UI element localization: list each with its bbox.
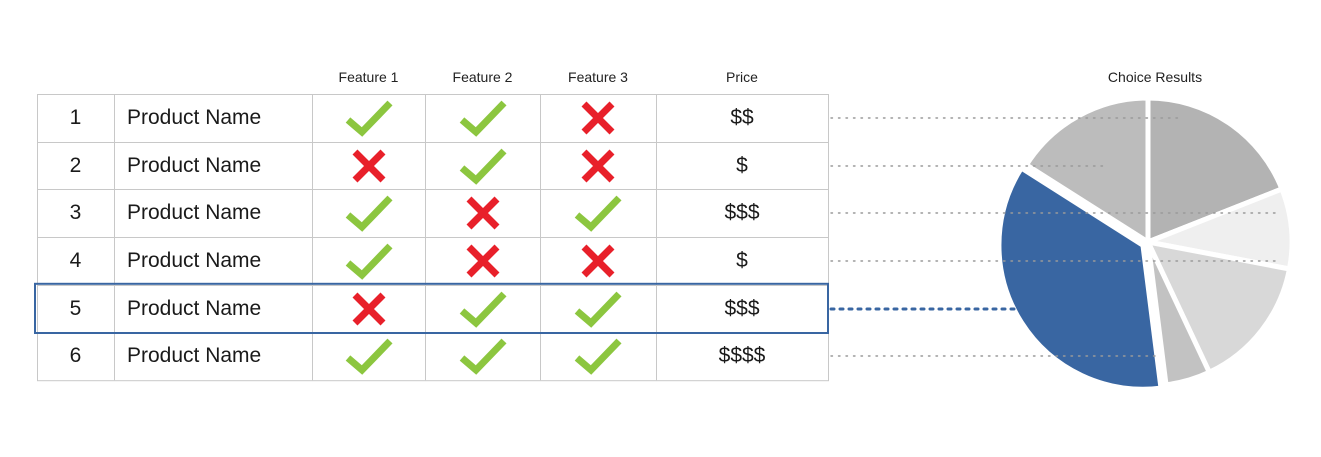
price-cell: $: [736, 153, 748, 177]
product-name: Product Name: [127, 153, 262, 177]
check-icon: [312, 237, 425, 285]
chart-title: Choice Results: [1107, 69, 1203, 85]
price-cell: $$$: [724, 201, 760, 225]
header-feature-2: Feature 2: [452, 69, 513, 85]
price-cell: $: [736, 248, 748, 272]
row-number: 4: [69, 248, 82, 272]
check-icon: [425, 94, 540, 142]
check-icon: [425, 333, 540, 381]
highlighted-row-outline: [34, 282, 829, 334]
row-number: 2: [69, 153, 82, 177]
header-feature-3: Feature 3: [568, 69, 628, 85]
price-cell: $$$: [724, 296, 760, 320]
price-cell: $$$$: [718, 344, 766, 368]
price-cell: $$: [730, 105, 754, 129]
cross-icon: [540, 94, 656, 142]
check-icon: [540, 333, 656, 381]
check-icon: [425, 285, 540, 333]
row-number: 1: [69, 105, 82, 129]
pie-slice-row-3: [1145, 239, 1292, 375]
pie-slice-row-6: [1023, 95, 1151, 245]
cross-icon: [312, 285, 425, 333]
product-name: Product Name: [127, 296, 262, 320]
check-icon: [425, 142, 540, 190]
header-feature-1: Feature 1: [338, 69, 399, 85]
row-number: 6: [69, 344, 82, 368]
pie-slice-row-5: [996, 165, 1164, 392]
cross-icon: [425, 237, 540, 285]
row-number: 3: [69, 201, 82, 225]
product-name: Product Name: [127, 201, 262, 225]
cross-icon: [425, 189, 540, 237]
header-price: Price: [726, 69, 758, 85]
check-icon: [312, 189, 425, 237]
product-name: Product Name: [127, 105, 262, 129]
pie-slice-row-1: [1145, 95, 1285, 245]
product-name: Product Name: [127, 248, 262, 272]
row-number: 5: [69, 296, 82, 320]
product-name: Product Name: [127, 344, 262, 368]
cross-icon: [312, 142, 425, 190]
cross-icon: [540, 142, 656, 190]
check-icon: [312, 333, 425, 381]
check-icon: [312, 94, 425, 142]
check-icon: [540, 285, 656, 333]
pie-slice-row-4: [1145, 239, 1212, 388]
cross-icon: [540, 237, 656, 285]
check-icon: [540, 189, 656, 237]
